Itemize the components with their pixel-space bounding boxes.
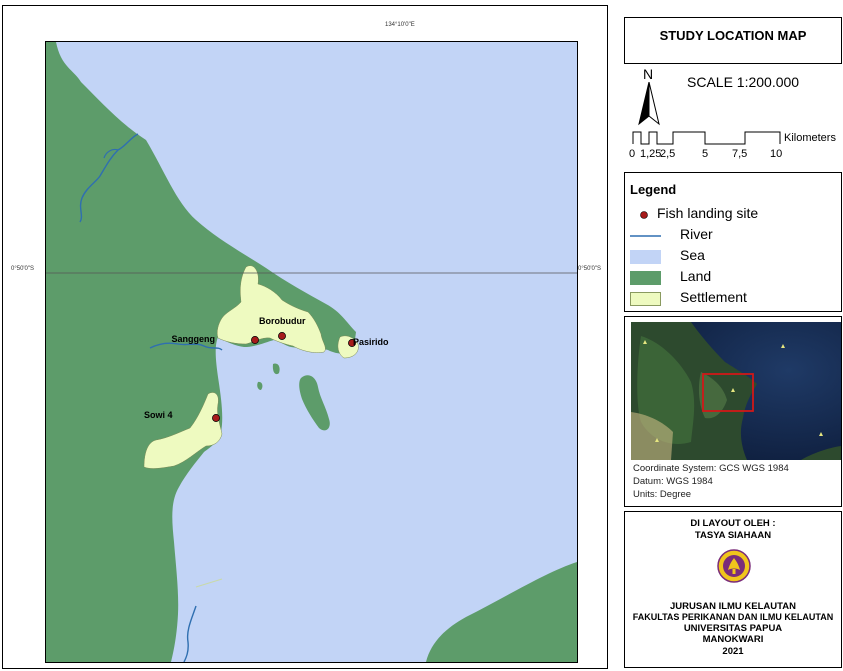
site-label: Sanggeng	[171, 334, 215, 344]
university: UNIVERSITAS PAPUA	[683, 623, 783, 634]
right-latitude-label: 0°50'0"S	[578, 266, 602, 272]
land-area	[426, 562, 577, 662]
settlement-area	[143, 392, 223, 469]
year: 2021	[722, 646, 744, 657]
north-arrow-icon	[638, 82, 660, 126]
scale-bar-icon	[632, 131, 781, 145]
university-logo-icon	[717, 549, 751, 583]
fish-landing-site-marker[interactable]	[251, 336, 259, 344]
legend-item-river: River	[625, 226, 841, 246]
river	[103, 148, 119, 159]
study-area-box	[702, 373, 754, 412]
fish-landing-site-marker[interactable]	[212, 414, 220, 422]
legend-item-settlement: Settlement	[625, 289, 841, 309]
fish-landing-site-marker[interactable]	[278, 332, 286, 340]
settlement-swatch	[630, 292, 661, 306]
coastline-road	[195, 578, 223, 588]
department: JURUSAN ILMU KELAUTAN	[670, 601, 796, 612]
scale-tick-label: 0	[629, 148, 636, 160]
island	[257, 381, 263, 390]
legend-label: River	[680, 226, 713, 242]
top-longitude-label: 134°10'0"E	[385, 22, 415, 28]
legend-title: Legend	[630, 182, 677, 197]
site-dot-icon	[640, 211, 648, 219]
legend-panel: Legend Fish landing site River Sea Land …	[624, 172, 842, 312]
inset-panel: Coordinate System: GCS WGS 1984 Datum: W…	[624, 316, 842, 507]
city: MANOKWARI	[702, 634, 764, 645]
scale-ratio: SCALE 1:200.000	[687, 74, 800, 90]
settlement-area	[216, 265, 326, 353]
river	[149, 342, 223, 351]
island	[299, 375, 330, 431]
scale-tick-label: 1,25	[640, 148, 662, 160]
scale-tick-label: 10	[770, 148, 783, 160]
inset-satellite-map	[631, 322, 841, 460]
north-label: N	[643, 66, 654, 82]
left-latitude-label: 0°50'0"S	[11, 266, 35, 272]
scale-tick-label: 7,5	[732, 148, 748, 160]
author-name: TASYA SIAHAAN	[694, 530, 772, 541]
river	[183, 605, 197, 662]
scale-tick-label: 5	[702, 148, 709, 160]
legend-label: Sea	[680, 247, 705, 263]
land-swatch	[630, 271, 661, 285]
datum: Datum: WGS 1984	[633, 476, 713, 487]
site-label: Sowi 4	[144, 410, 173, 420]
coordinate-system: Coordinate System: GCS WGS 1984	[633, 463, 789, 474]
sea-swatch	[630, 250, 661, 264]
faculty: FAKULTAS PERIKANAN DAN ILMU KELAUTAN	[632, 612, 834, 622]
legend-item-fish-landing-site: Fish landing site	[625, 205, 841, 225]
map-title: STUDY LOCATION MAP	[659, 28, 807, 43]
legend-label: Settlement	[680, 289, 747, 305]
layout-by: DI LAYOUT OLEH :	[690, 518, 776, 529]
river-line-icon	[630, 235, 661, 237]
legend-item-land: Land	[625, 268, 841, 288]
legend-label: Land	[680, 268, 712, 284]
scale-panel: N SCALE 1:200.000 Kilometers 0 1,25 2,5 …	[624, 64, 842, 164]
river	[79, 133, 139, 223]
island	[272, 363, 280, 375]
satellite-image	[631, 322, 841, 460]
site-label: Pasirido	[353, 337, 389, 347]
legend-item-sea: Sea	[625, 247, 841, 267]
map-frame: 134°10'0"E 134°10'0"E 0°50'0"S 0°50'0"S …	[2, 5, 608, 669]
credit-panel: DI LAYOUT OLEH : TASYA SIAHAAN JURUSAN I…	[624, 511, 842, 668]
site-label: Borobudur	[259, 316, 306, 326]
fish-landing-site-marker[interactable]	[348, 339, 356, 347]
title-panel: STUDY LOCATION MAP	[624, 17, 842, 64]
scale-tick-label: 2,5	[660, 148, 676, 160]
scale-unit-label: Kilometers	[784, 132, 836, 144]
legend-label: Fish landing site	[657, 205, 759, 221]
units: Units: Degree	[633, 489, 692, 500]
land-area	[46, 42, 356, 662]
